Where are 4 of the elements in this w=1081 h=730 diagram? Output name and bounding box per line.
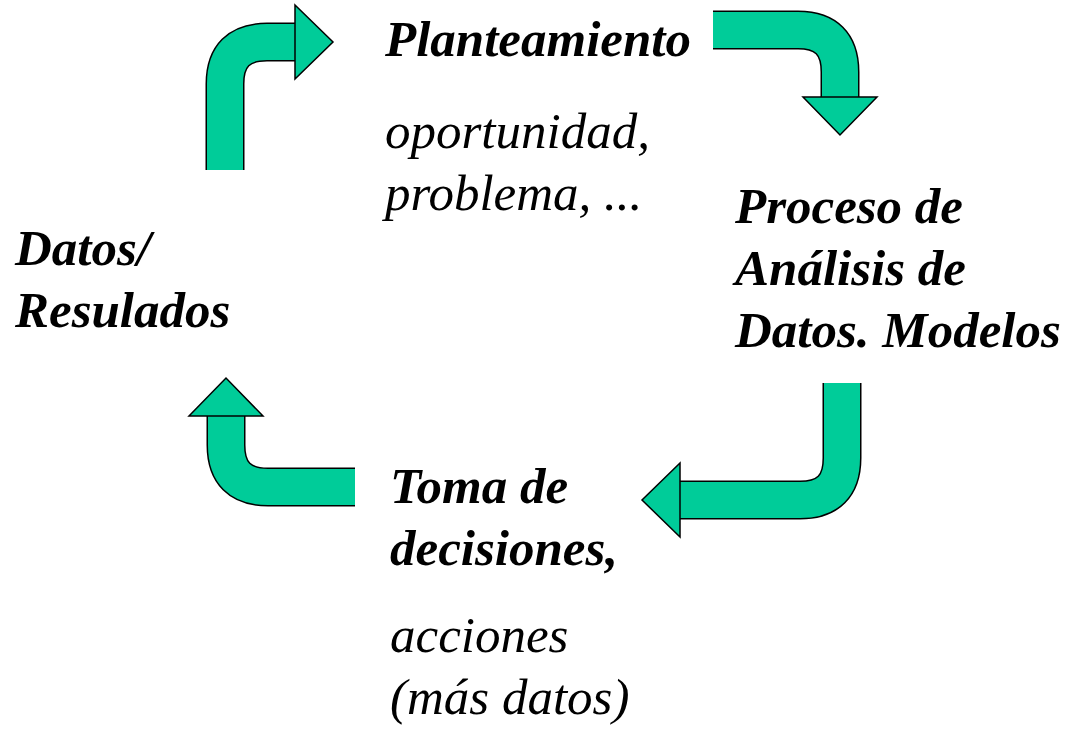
node-title: Planteamiento: [385, 10, 692, 69]
node-description: acciones (más datos): [390, 606, 631, 727]
node-title: Toma de decisiones,: [390, 457, 620, 578]
node-title: Datos/ Resulados: [15, 219, 232, 340]
